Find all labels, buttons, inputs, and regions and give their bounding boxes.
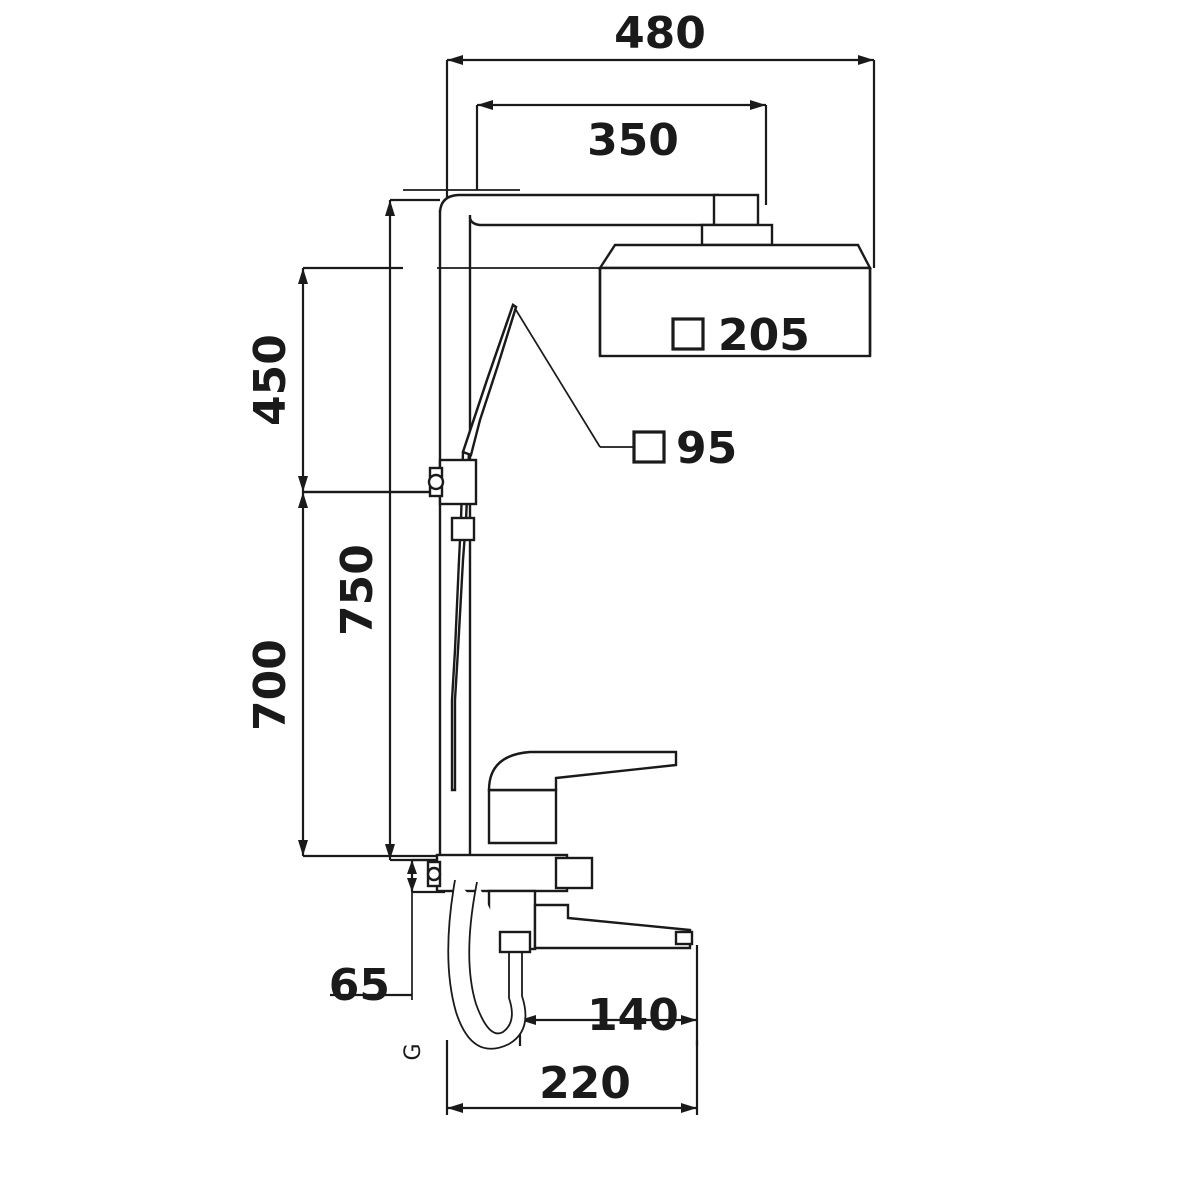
dimension-label-65: 65 [329,960,390,1011]
annotation-label-g: G [401,1043,426,1060]
dimension-label-350: 350 [587,115,679,166]
dimension-label-140: 140 [587,990,679,1041]
shower-hose [447,879,532,1050]
hand-shower [450,303,518,792]
dimension-label-205: 205 [718,310,810,361]
square-icon [632,430,666,464]
dimension-label-220: 220 [539,1058,631,1109]
dimension-label-450: 450 [245,334,296,426]
slide-bar-bracket [427,458,478,542]
dimension-label-480: 480 [614,8,706,59]
dimension-labels: 480 350 205 95 450 750 700 65 140 220 G [245,8,810,1109]
dimension-lines [298,55,876,1115]
mixer-valve-body [426,750,694,951]
dimension-label-750: 750 [332,544,383,636]
shower-column-outline [426,193,872,1050]
square-icon [671,317,705,351]
dimension-label-95: 95 [676,423,737,474]
overhead-shower-head [597,193,872,358]
square-section-icons [632,317,705,464]
dimension-label-700: 700 [245,639,296,731]
shower-arm [438,193,720,227]
